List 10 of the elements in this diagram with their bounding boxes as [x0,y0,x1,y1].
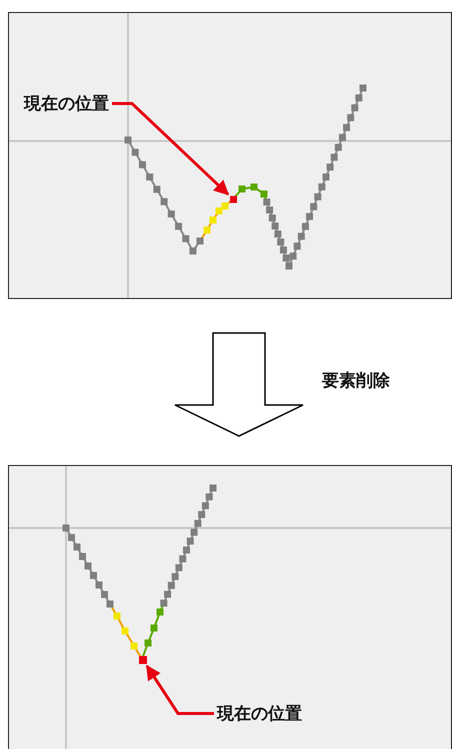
canvas-panel [8,12,452,299]
leader-line [146,664,214,715]
leader-line [112,102,230,196]
edge-label: 要素削除 [322,370,390,392]
canvas-panel [8,465,452,749]
current-point-marker [230,196,237,203]
block-arrow [174,332,304,437]
callout-label: 現在の位置 [217,702,302,725]
callout-label: 現在の位置 [24,92,109,115]
current-point-marker [139,656,147,664]
